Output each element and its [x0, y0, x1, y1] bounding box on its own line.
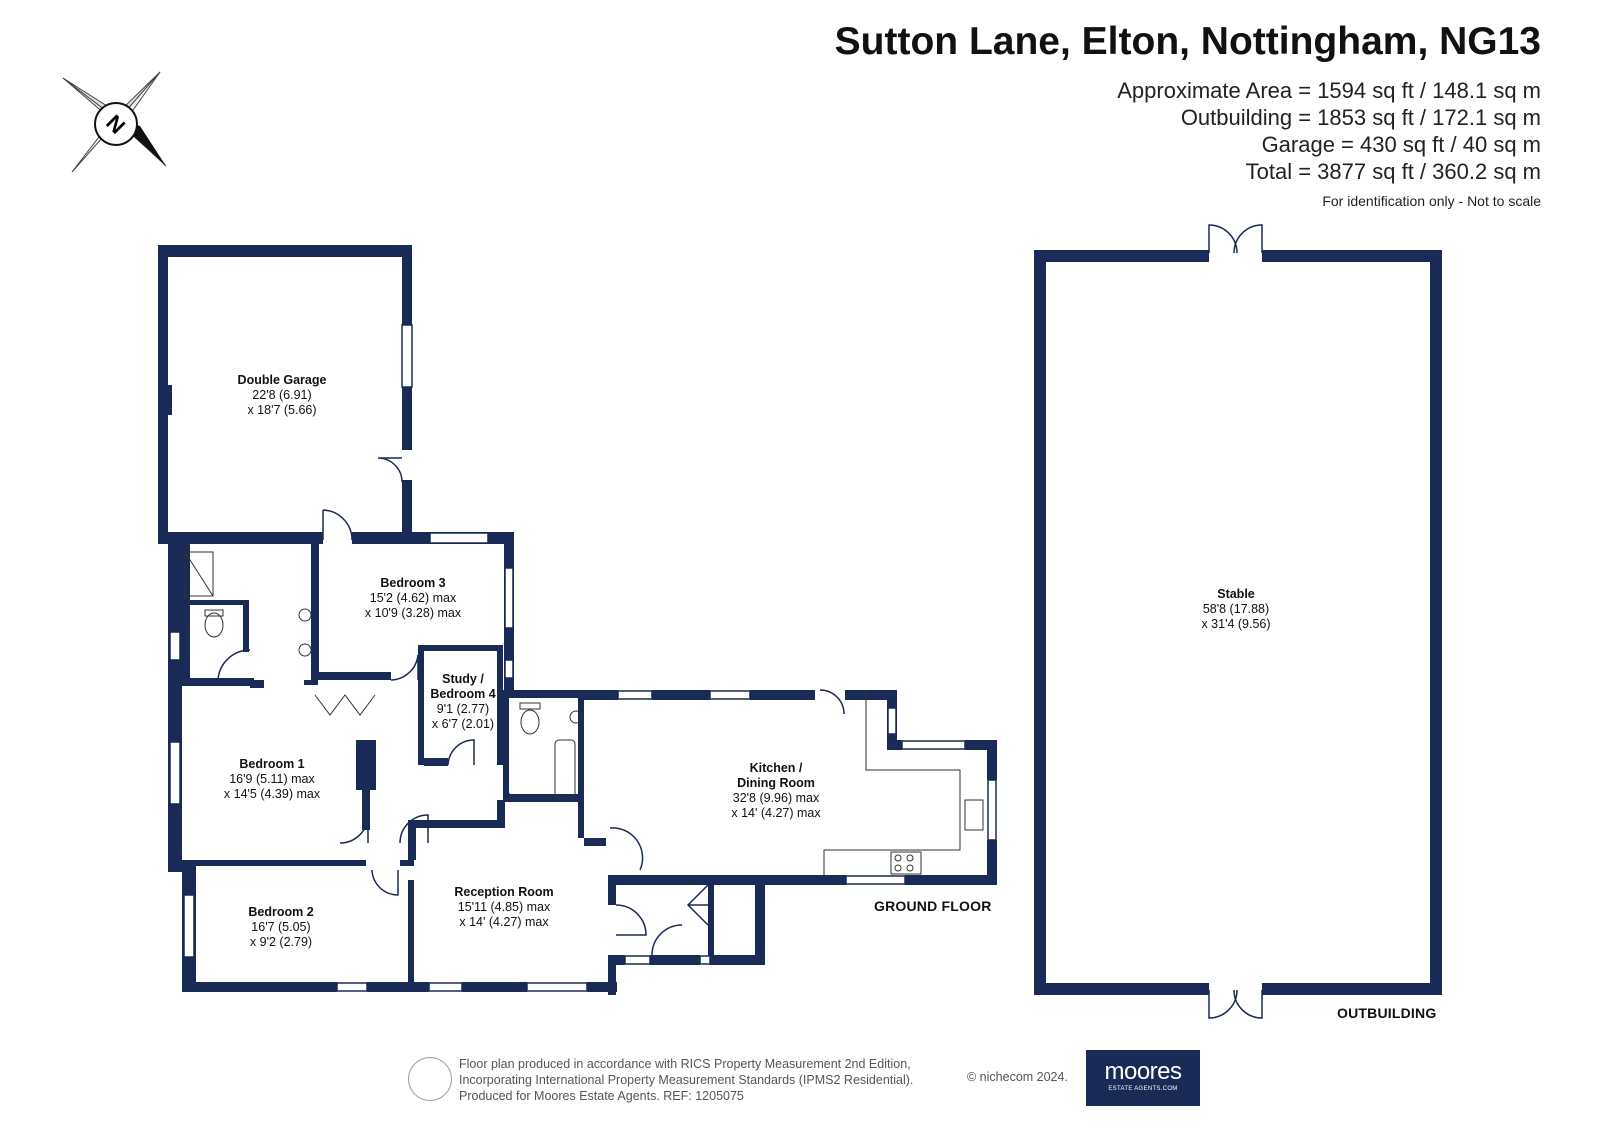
logo-text: moores: [1104, 1058, 1182, 1085]
outbuilding-label: OUTBUILDING: [1337, 1005, 1437, 1021]
sink-icon: [964, 799, 984, 831]
room-dimension: x 31'4 (9.56): [1201, 617, 1271, 631]
basin-icon: [298, 643, 312, 657]
room-bedroom-1: Bedroom 1 16'9 (5.11) max x 14'5 (4.39) …: [224, 757, 320, 802]
moores-logo: moores ESTATE AGENTS.COM: [1086, 1050, 1200, 1106]
room-name: Dining Room: [737, 776, 815, 790]
room-kitchen-dining: Kitchen / Dining Room 32'8 (9.96) max x …: [731, 761, 820, 821]
wardrobe-icon: [314, 694, 376, 716]
scale-note: For identification only - Not to scale: [1322, 193, 1541, 209]
kitchen-worktop: [823, 690, 961, 875]
room-dimension: x 18'7 (5.66): [247, 403, 317, 417]
ground-floor-label: GROUND FLOOR: [874, 898, 992, 914]
room-dimension: 16'9 (5.11) max: [229, 772, 315, 786]
room-dimension: 32'8 (9.96) max: [732, 791, 820, 805]
fixtures: [184, 551, 984, 875]
total-area: Total = 3877 sq ft / 360.2 sq m: [1245, 159, 1541, 184]
compass-icon: N: [62, 71, 167, 173]
basin-icon: [298, 608, 312, 622]
room-dimension: x 10'9 (3.28) max: [364, 606, 462, 620]
room-study-bedroom-4: Study / Bedroom 4 9'1 (2.77) x 6'7 (2.01…: [430, 672, 495, 732]
garage-area: Garage = 430 sq ft / 40 sq m: [1261, 132, 1541, 157]
footer-line: Floor plan produced in accordance with R…: [459, 1057, 911, 1071]
copyright: © nichecom 2024.: [967, 1070, 1068, 1084]
room-name: Study /: [442, 672, 484, 686]
doors: [217, 224, 1263, 1019]
toilet-icon: [204, 612, 224, 638]
footer-line: Incorporating International Property Mea…: [459, 1073, 914, 1087]
logo-tagline: ESTATE AGENTS.COM: [1108, 1086, 1178, 1092]
room-name: Bedroom 3: [380, 576, 446, 590]
footer-line: Produced for Moores Estate Agents. REF: …: [459, 1089, 744, 1103]
outbuilding-area: Outbuilding = 1853 sq ft / 172.1 sq m: [1180, 105, 1541, 130]
room-dimension: x 14'5 (4.39) max: [223, 787, 321, 801]
room-dimension: 15'2 (4.62) max: [369, 591, 457, 605]
room-name: Reception Room: [454, 885, 554, 899]
shower-icon: [184, 551, 214, 597]
room-dimension: x 14' (4.27) max: [731, 806, 821, 820]
approximate-area: Approximate Area = 1594 sq ft / 148.1 sq…: [1117, 78, 1541, 103]
room-name: Bedroom 1: [239, 757, 305, 771]
room-dimension: x 6'7 (2.01): [431, 717, 495, 731]
property-address: Sutton Lane, Elton, Nottingham, NG13: [834, 20, 1541, 63]
room-name: Bedroom 2: [248, 905, 314, 919]
room-dimension: x 9'2 (2.79): [249, 935, 313, 949]
room-dimension: x 14' (4.27) max: [459, 915, 549, 929]
room-bedroom-3: Bedroom 3 15'2 (4.62) max x 10'9 (3.28) …: [365, 576, 461, 621]
room-name: Double Garage: [237, 373, 327, 387]
room-dimension: 22'8 (6.91): [252, 388, 312, 402]
basin-icon: [569, 710, 583, 724]
room-dimension: 16'7 (5.05): [251, 920, 311, 934]
toilet-icon: [520, 709, 540, 735]
bath-icon: [554, 739, 576, 799]
room-name: Kitchen /: [749, 761, 803, 775]
room-double-garage: Double Garage 22'8 (6.91) x 18'7 (5.66): [238, 373, 327, 418]
room-reception: Reception Room 15'11 (4.85) max x 14' (4…: [454, 885, 553, 930]
room-dimension: 58'8 (17.88): [1202, 602, 1270, 616]
room-dimension: 9'1 (2.77): [436, 702, 490, 716]
hob-icon: [890, 851, 922, 875]
windows: [169, 324, 997, 992]
room-name: Stable: [1217, 587, 1255, 601]
rics-icon: [408, 1057, 452, 1101]
room-dimension: 15'11 (4.85) max: [457, 900, 551, 914]
footer-text: Floor plan produced in accordance with R…: [459, 1056, 913, 1104]
room-name: Bedroom 4: [430, 687, 496, 701]
room-stable: Stable 58'8 (17.88) x 31'4 (9.56): [1201, 587, 1270, 632]
room-bedroom-2: Bedroom 2 16'7 (5.05) x 9'2 (2.79): [248, 905, 313, 950]
